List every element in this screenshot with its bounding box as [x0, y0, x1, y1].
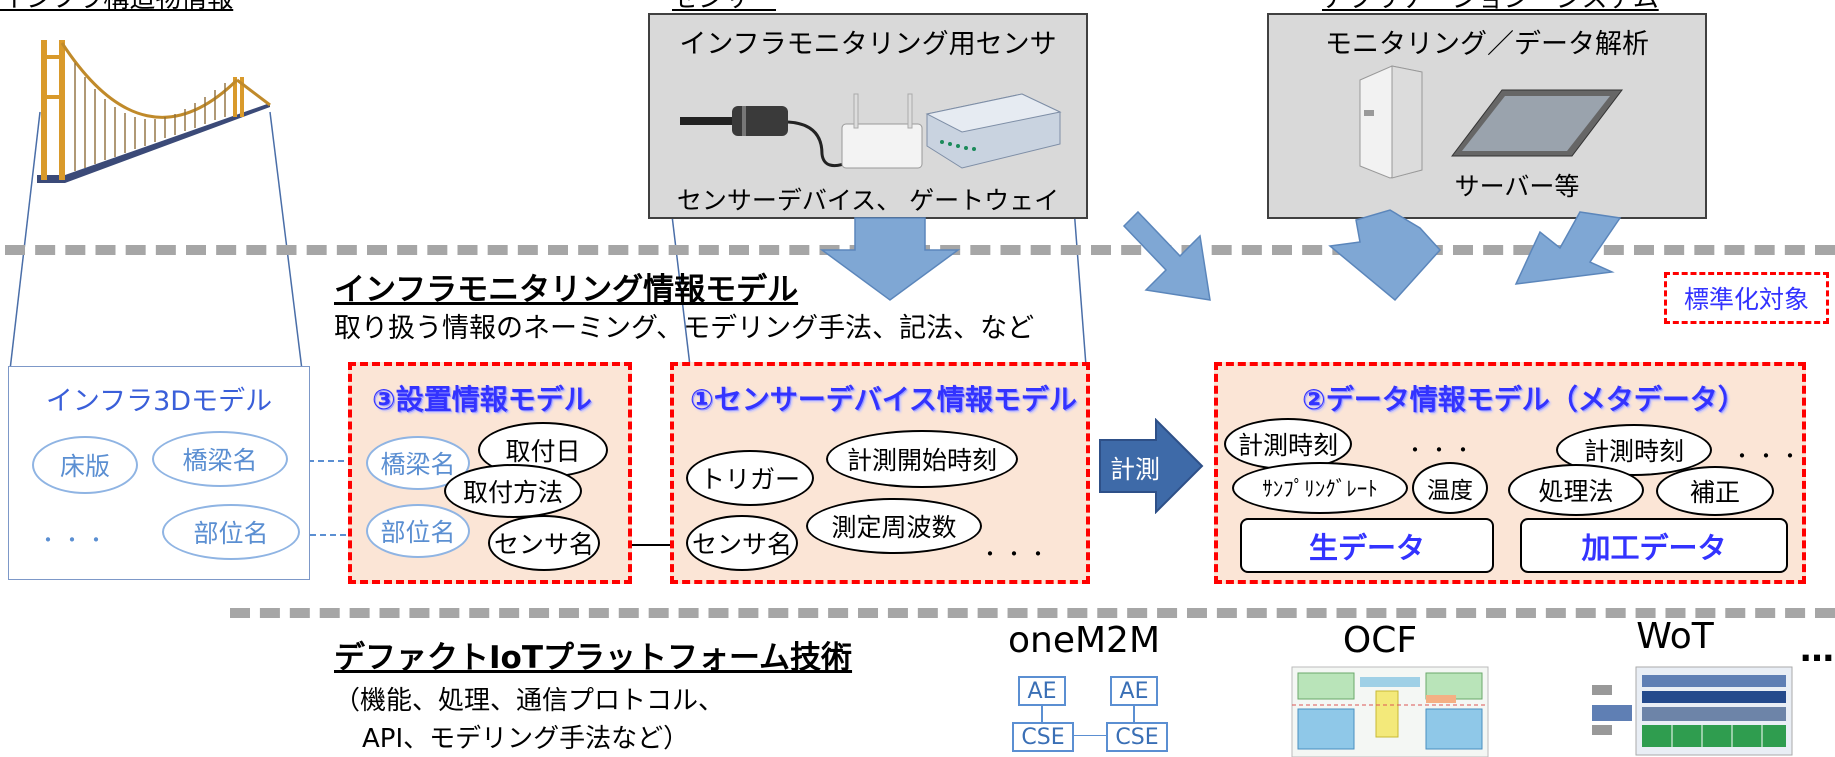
sensor-item-trigger: トリガー — [686, 450, 814, 506]
onem2m-links — [1041, 706, 1135, 736]
header-sensor: センサー — [672, 0, 872, 12]
infra3d-ellipsis: ・・・ — [38, 528, 110, 552]
sensor-item-sampling-frequency: 測定周波数 — [806, 498, 982, 554]
infra3d-item-floor-slab: 床版 — [32, 436, 138, 494]
dashed-separator-bottom — [230, 608, 1835, 618]
sensor-panel-title: インフラモニタリング用センサ — [679, 29, 1057, 60]
iot-platform-title: デファクトIoTプラットフォーム技術 — [334, 640, 853, 676]
processed-ellipsis: ・・・ — [1732, 444, 1804, 468]
infra3d-item-part-name: 部位名 — [162, 504, 300, 560]
platform-wot-name: WoT — [1636, 616, 1714, 657]
platform-ocf-name: OCF — [1342, 620, 1418, 661]
info-model-subtitle: 取り扱う情報のネーミング、モデリング手法、記法、など — [334, 313, 1035, 344]
application-panel: モニタリング／データ解析 サーバー等 — [1267, 13, 1707, 219]
sensor-device-info-model-title: ①センサーデバイス情報モデル — [690, 383, 1077, 416]
processed-item-correction: 補正 — [1656, 466, 1774, 516]
more-platforms-ellipsis: … — [1800, 630, 1834, 670]
sensor-panel-caption: センサーデバイス、 ゲートウェイ — [676, 186, 1060, 215]
measure-arrow-label: 計測 — [1110, 455, 1161, 484]
raw-data-box: 生データ — [1240, 518, 1494, 573]
install-item-install-method: 取付方法 — [444, 464, 582, 518]
header-application: アプリケーション・システム — [1322, 0, 1702, 12]
onem2m-ae-right: AE — [1110, 676, 1158, 706]
application-panel-caption: サーバー等 — [1454, 172, 1580, 201]
install-info-model-title: ③設置情報モデル — [372, 383, 592, 416]
sensor-devices-illustration — [680, 93, 1062, 169]
onem2m-cse-right: CSE — [1106, 722, 1168, 752]
onem2m-cse-left: CSE — [1012, 722, 1074, 752]
measure-arrow — [1099, 418, 1204, 514]
infra-3d-model-title: インフラ3Dモデル — [45, 386, 273, 417]
processed-data-box: 加工データ — [1520, 518, 1788, 573]
ocf-architecture-thumbnail — [1291, 666, 1489, 757]
wot-architecture-thumbnail — [1592, 666, 1793, 756]
iot-platform-desc-line2: API、モデリング手法など） — [362, 724, 690, 754]
processed-item-method: 処理法 — [1508, 464, 1644, 516]
bridge-illustration — [37, 40, 271, 183]
header-infra-structure: インフラ構造物情報 — [0, 0, 350, 12]
infra3d-item-bridge-name: 橋梁名 — [152, 431, 288, 487]
data-info-model-title: ②データ情報モデル（メタデータ） — [1302, 383, 1746, 416]
raw-ellipsis: ・・・ — [1405, 438, 1477, 462]
install-item-sensor-name: センサ名 — [488, 515, 600, 571]
raw-item-temperature: 温度 — [1412, 462, 1488, 514]
raw-item-sampling-rate: ｻﾝﾌﾟﾘﾝｸﾞﾚｰﾄ — [1232, 462, 1408, 514]
sensor-model-ellipsis: ・・・ — [980, 542, 1052, 566]
standardization-label: 標準化対象 — [1664, 272, 1829, 324]
sensor-item-measure-start-time: 計測開始時刻 — [826, 430, 1018, 488]
info-model-title: インフラモニタリング情報モデル — [334, 272, 799, 308]
iot-platform-desc-line1: （機能、処理、通信プロトコル、 — [334, 686, 725, 716]
server-tablet-illustration — [1359, 65, 1624, 179]
sensor-item-sensor-name: センサ名 — [686, 515, 798, 571]
application-panel-title: モニタリング／データ解析 — [1325, 29, 1649, 60]
platform-onem2m-name: oneM2M — [1007, 620, 1160, 661]
onem2m-ae-left: AE — [1018, 676, 1066, 706]
install-item-part-name: 部位名 — [366, 504, 470, 558]
processed-item-measure-time: 計測時刻 — [1556, 424, 1712, 476]
